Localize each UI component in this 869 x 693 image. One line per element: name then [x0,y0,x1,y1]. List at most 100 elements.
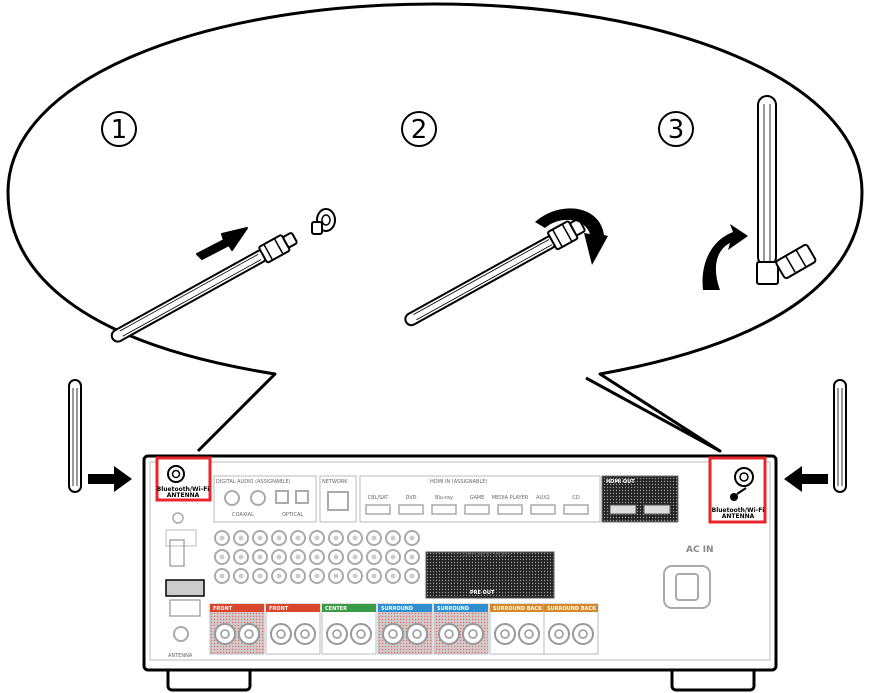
speaker-terminal-group: SURROUND [433,603,489,655]
network-port: NETWORK [319,475,357,523]
rca-jack [271,549,287,565]
svg-text:ANTENNA: ANTENNA [722,513,755,520]
pre-out-section: PRE OUT COMPONENT VIDEO [425,551,555,599]
speaker-terminal-group: SURROUND BACK [543,603,599,655]
speaker-terminal-group: SURROUND [377,603,433,655]
digital-audio-section: DIGITAL AUDIO (ASSIGNABLE) COAXIAL OPTIC… [213,475,317,523]
rca-jack [404,549,420,565]
right-antenna-icon [833,379,847,493]
speaker-label: FRONT [269,606,289,612]
insert-arrow-icon [196,227,248,260]
rca-jack [366,530,382,546]
rca-jack [309,549,325,565]
svg-text:COAXIAL: COAXIAL [232,512,254,518]
rca-jack [385,568,401,584]
rca-jack [404,568,420,584]
bluetooth-wifi-antenna-terminal-right: Bluetooth/Wi-Fi ANTENNA [708,456,767,524]
svg-text:OPTICAL: OPTICAL [282,512,303,518]
speaker-terminal-group: CENTER [321,603,377,655]
rca-jack [290,549,306,565]
hdmi-out-section: HDMI OUT [601,475,679,523]
step-1-number: 1 [101,111,137,147]
svg-text:Bluetooth/Wi-Fi: Bluetooth/Wi-Fi [712,507,765,514]
rca-jack [385,530,401,546]
step-1-illustration [110,208,336,343]
hdmi-input-port: AUX2 [530,495,556,515]
step-2-illustration [404,208,608,327]
rca-jack [214,530,230,546]
callout-bubble [6,2,864,453]
rca-jack [214,549,230,565]
rca-jack [252,530,268,546]
left-antenna-icon [68,379,82,493]
receiver-rear-panel: DIGITAL AUDIO (ASSIGNABLE) COAXIAL OPTIC… [142,454,778,692]
hdmi-input-port: CD [563,495,589,515]
hdmi-input-label: MEDIA PLAYER [492,495,529,501]
hdmi-input-label: GAME [470,495,485,501]
rca-jack [271,530,287,546]
rca-jack [309,568,325,584]
rca-jack [252,568,268,584]
hdmi-input-port: Blu-ray [431,495,457,515]
rca-jack [233,530,249,546]
speaker-terminal-group: SURROUND BACK [489,603,545,655]
rca-jack [347,549,363,565]
rca-jack [328,568,344,584]
hdmi-input-label: CD [572,495,579,501]
hdmi-input-label: Blu-ray [435,495,453,501]
antenna-icon [756,95,817,285]
svg-text:3: 3 [668,115,685,145]
svg-text:NETWORK: NETWORK [322,479,348,485]
svg-text:1: 1 [111,115,128,145]
speaker-label: SURROUND BACK [547,606,597,612]
speaker-label: SURROUND [381,606,413,612]
rca-jack [366,568,382,584]
svg-text:AC IN: AC IN [686,545,714,555]
left-arrow-icon [88,466,132,492]
hdmi-input-label: CBL/SAT [368,495,390,501]
rca-jack [290,530,306,546]
rca-jack [271,568,287,584]
rca-jack [385,549,401,565]
rca-jack [233,549,249,565]
connector-icon [311,208,336,235]
svg-text:ANTENNA: ANTENNA [167,492,200,499]
rca-jack [347,530,363,546]
hdmi-input-port: DVD [398,495,424,515]
hdmi-in-section: HDMI IN (ASSIGNABLE) CBL/SAT DVD Blu-ray GA… [359,475,601,523]
rca-jack [233,568,249,584]
svg-text:HDMI OUT: HDMI OUT [606,479,635,485]
hdmi-input-port: GAME [464,495,490,515]
curved-arrow-icon [702,224,748,290]
rca-jack [290,568,306,584]
bluetooth-wifi-antenna-terminal-left: Bluetooth/Wi-Fi ANTENNA [155,456,212,502]
step-3-number: 3 [658,111,694,147]
speaker-label: SURROUND BACK [493,606,543,612]
speaker-label: CENTER [325,606,347,612]
rca-jack [347,568,363,584]
hdmi-input-port: CBL/SAT [365,495,391,515]
left-column-ports: ANTENNA [165,512,205,659]
svg-text:ANTENNA: ANTENNA [168,653,193,659]
antenna-symbol-icon [730,487,747,501]
svg-text:DIGITAL AUDIO (ASSIGNABLE): DIGITAL AUDIO (ASSIGNABLE) [216,479,291,485]
hdmi-input-port: MEDIA PLAYER [492,495,529,515]
speaker-label: SURROUND [437,606,469,612]
rca-jack [366,549,382,565]
speaker-terminals: FRONT FRONT CENTER SURROUND SURROUND SURROUND… [209,603,599,655]
svg-text:HDMI IN (ASSIGNABLE): HDMI IN (ASSIGNABLE) [430,479,487,485]
rca-jack [404,530,420,546]
hdmi-input-label: DVD [405,495,416,501]
rca-jack [328,549,344,565]
rotate-arrow-icon [535,208,608,265]
antenna-icon [404,218,586,327]
speaker-terminal-group: FRONT [209,603,265,655]
svg-text:2: 2 [411,115,428,145]
svg-text:Bluetooth/Wi-Fi: Bluetooth/Wi-Fi [157,486,210,493]
step-3-illustration [702,95,817,290]
speaker-terminal-group: FRONT [265,603,321,655]
speaker-label: FRONT [213,606,233,612]
svg-text:COMPONENT VIDEO: COMPONENT VIDEO [460,552,510,558]
rca-jack [214,568,230,584]
